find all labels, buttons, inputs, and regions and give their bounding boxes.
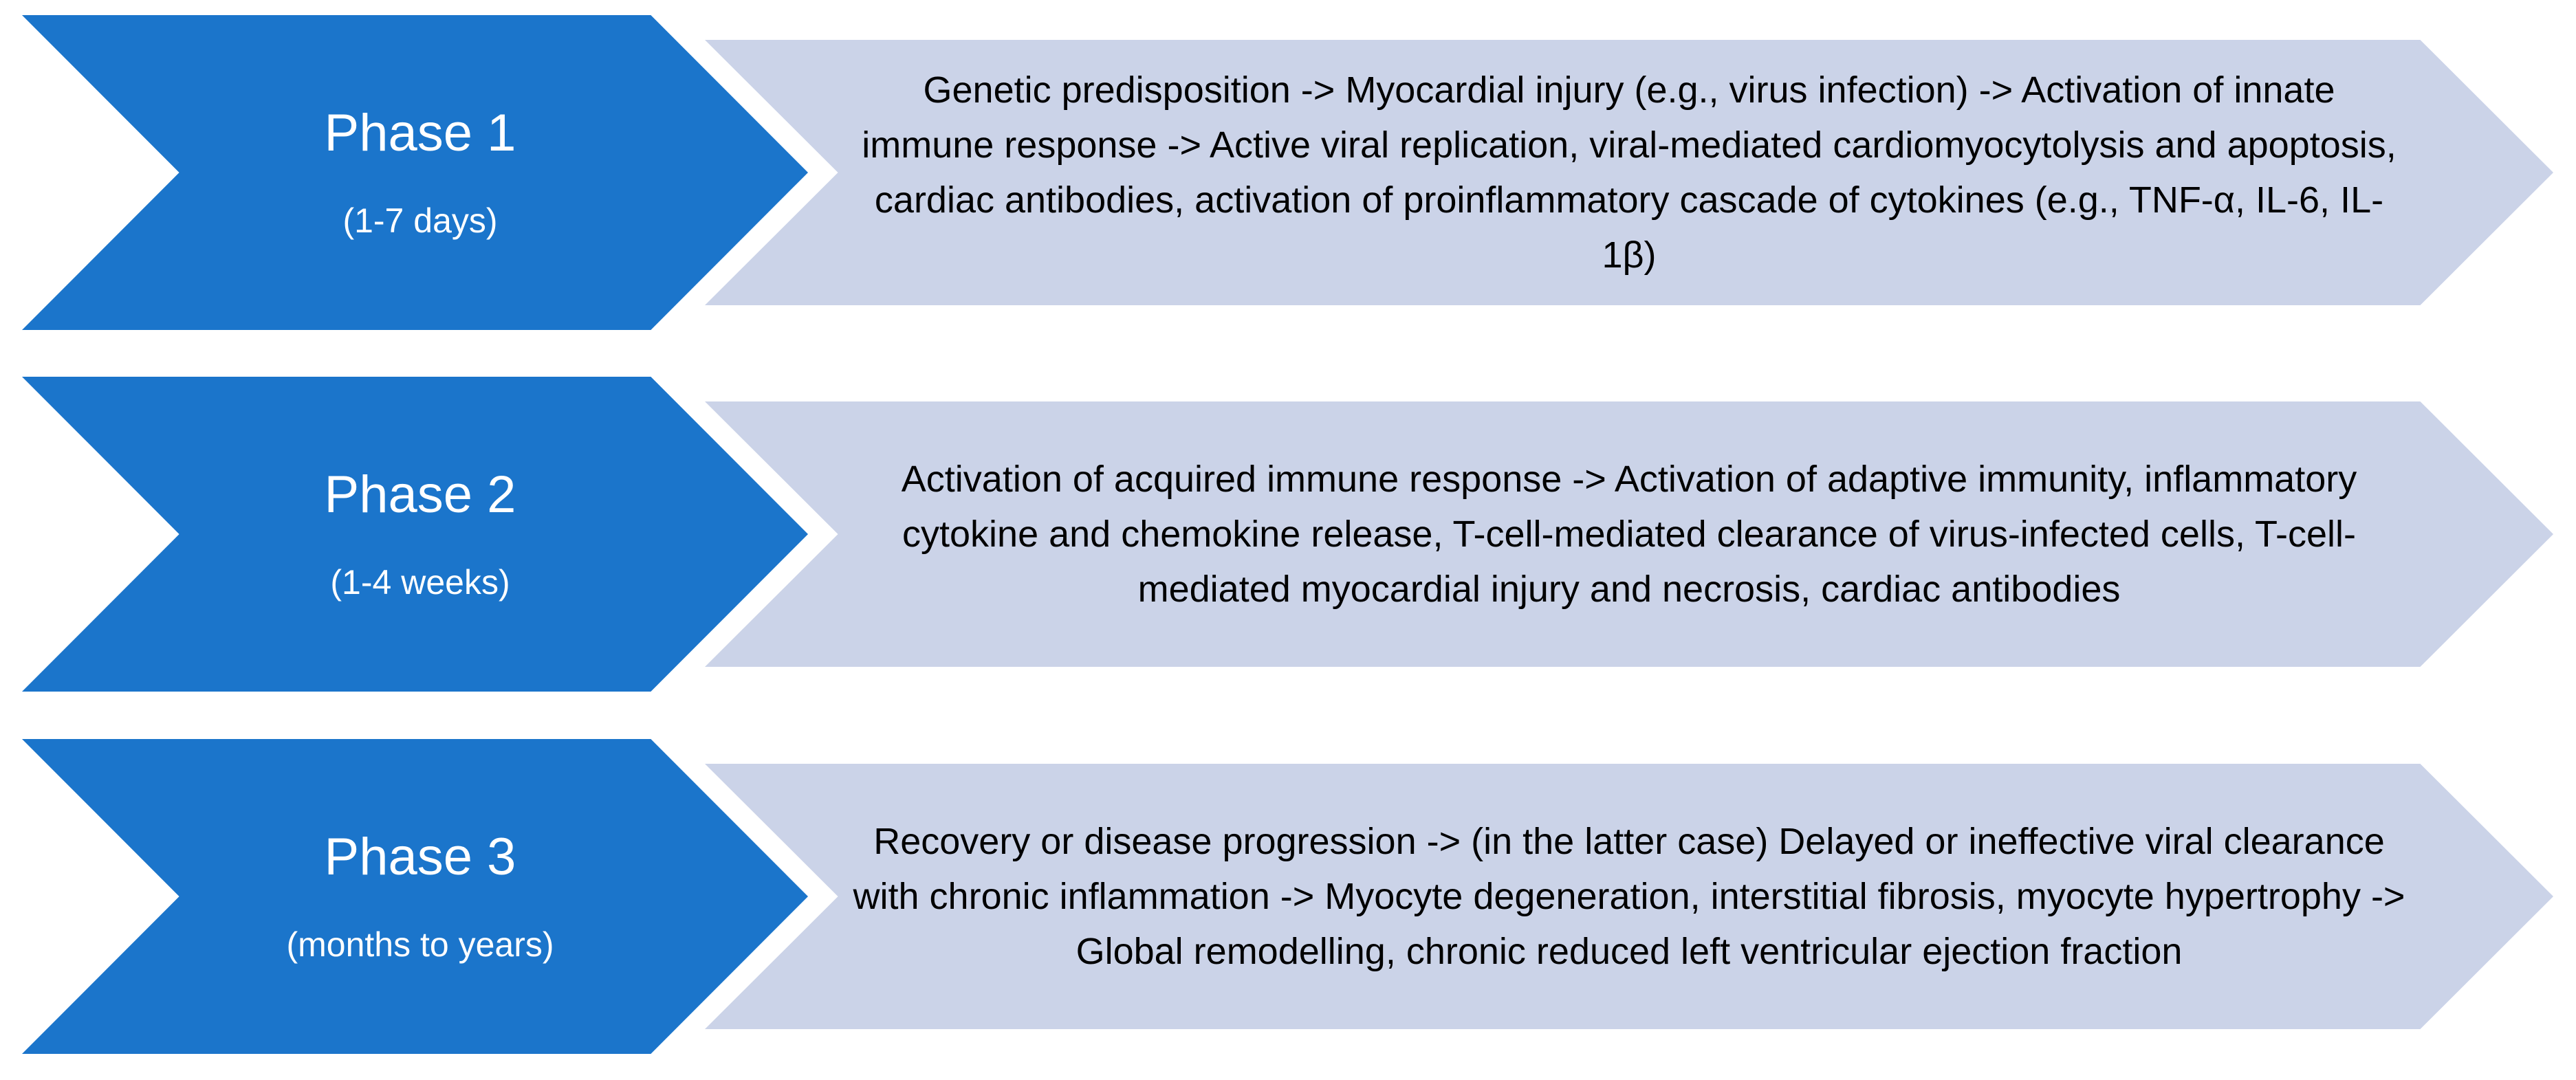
phase-description-arrow-2[interactable]: Activation of acquired immune response -… <box>705 401 2553 667</box>
phase-description-text: Recovery or disease progression -> (in t… <box>853 821 2405 972</box>
phase-description-text: Activation of acquired immune response -… <box>901 459 2357 610</box>
phase-row: Phase 3 (months to years) Recovery or di… <box>0 739 2576 1054</box>
phase-row: Phase 2 (1-4 weeks) Activation of acquir… <box>0 377 2576 692</box>
phase-duration: (months to years) <box>286 925 554 964</box>
phase-row: Phase 1 (1-7 days) Genetic predispositio… <box>0 15 2576 330</box>
phase-description-arrow-1[interactable]: Genetic predisposition -> Myocardial inj… <box>705 40 2553 305</box>
phase-duration: (1-7 days) <box>342 201 498 240</box>
phase-chevron-1[interactable]: Phase 1 (1-7 days) <box>22 15 808 330</box>
phase-description-text: Genetic predisposition -> Myocardial inj… <box>862 69 2397 276</box>
phase-chevron-2[interactable]: Phase 2 (1-4 weeks) <box>22 377 808 692</box>
phase-title: Phase 2 <box>324 465 516 524</box>
phase-duration: (1-4 weeks) <box>330 562 510 602</box>
phase-title: Phase 1 <box>324 103 516 162</box>
phase-description-arrow-3[interactable]: Recovery or disease progression -> (in t… <box>705 764 2553 1029</box>
phase-title: Phase 3 <box>324 827 516 886</box>
phase-chevron-3[interactable]: Phase 3 (months to years) <box>22 739 808 1054</box>
